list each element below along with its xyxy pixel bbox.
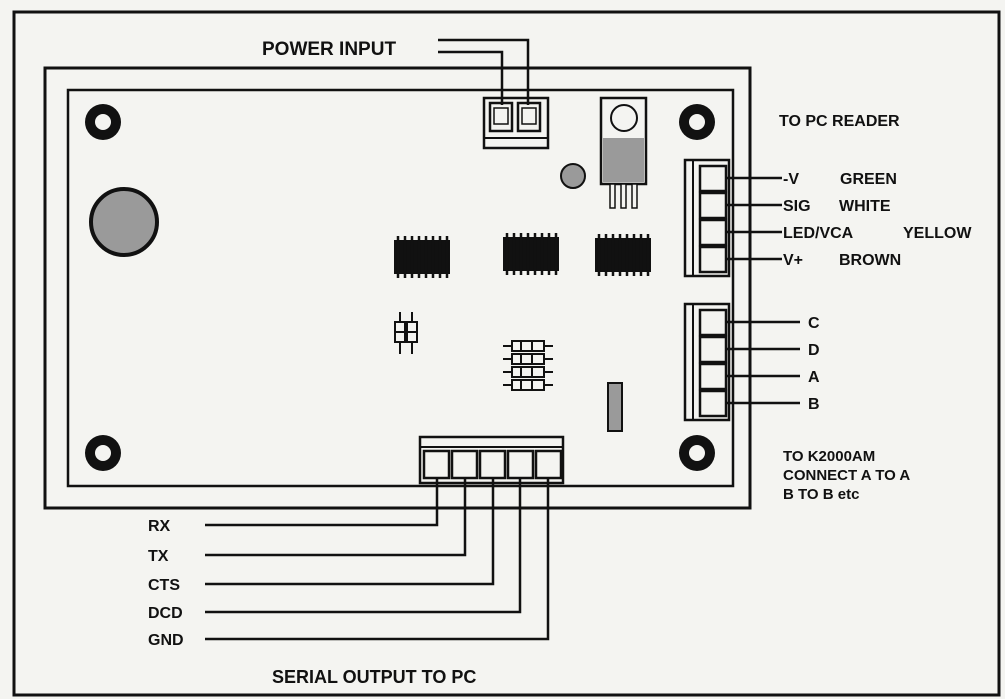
reader-pin-1-signal: -V <box>783 171 799 188</box>
serial-connector <box>418 435 565 485</box>
mounting-hole-bottom-right <box>679 435 715 471</box>
resistor-bank <box>503 340 553 391</box>
k2000-pin-c: C <box>808 315 820 332</box>
buzzer-disc <box>89 187 159 257</box>
serial-pin-tx: TX <box>148 548 169 565</box>
ic-chip-1 <box>394 236 450 278</box>
power-lead-1 <box>438 38 530 105</box>
ic-chip-3 <box>595 234 651 276</box>
reader-pin-1-color: GREEN <box>840 171 897 188</box>
reader-pin-4-color: BROWN <box>839 252 901 269</box>
mounting-hole-top-right <box>679 104 715 140</box>
serial-lead-tx <box>205 478 467 557</box>
figure-frame <box>12 10 1001 697</box>
enclosure-outline <box>43 66 752 510</box>
power-input-connector <box>482 96 550 150</box>
serial-pin-gnd: GND <box>148 632 184 649</box>
to-pc-reader-label: TO PC READER <box>779 113 900 130</box>
reader-pin-4-signal: V+ <box>783 252 803 269</box>
serial-lead-rx <box>205 478 439 527</box>
crystal-component <box>607 382 623 432</box>
serial-lead-dcd <box>205 478 522 614</box>
k2000-note-line1: TO K2000AM <box>783 448 875 465</box>
pcb-outline <box>66 88 735 488</box>
serial-lead-cts <box>205 478 495 586</box>
serial-pin-rx: RX <box>148 518 171 535</box>
k2000-pin-a: A <box>808 369 820 386</box>
serial-lead-gnd <box>205 478 550 641</box>
k2000-note-line2: CONNECT A TO A <box>783 467 910 484</box>
k2000-pin-b: B <box>808 396 820 413</box>
serial-pin-dcd: DCD <box>148 605 183 622</box>
led-indicator <box>560 163 586 189</box>
reader-connector <box>683 158 731 278</box>
ic-chip-2 <box>503 233 559 275</box>
reader-pin-3-color: YELLOW <box>903 225 972 242</box>
k2000-connector <box>683 302 731 422</box>
power-input-label: POWER INPUT <box>262 39 396 60</box>
power-lead-2 <box>438 50 504 105</box>
mounting-hole-top-left <box>85 104 121 140</box>
diode-pair <box>394 312 418 354</box>
serial-pin-cts: CTS <box>148 577 180 594</box>
serial-output-label: SERIAL OUTPUT TO PC <box>272 667 476 687</box>
k2000-pin-d: D <box>808 342 820 359</box>
reader-pin-2-color: WHITE <box>839 198 891 215</box>
mounting-hole-bottom-left <box>85 435 121 471</box>
reader-pin-2-signal: SIG <box>783 198 811 215</box>
k2000-note-line3: B TO B etc <box>783 486 859 503</box>
reader-pin-3-signal: LED/VCA <box>783 225 854 242</box>
voltage-regulator <box>599 96 648 209</box>
